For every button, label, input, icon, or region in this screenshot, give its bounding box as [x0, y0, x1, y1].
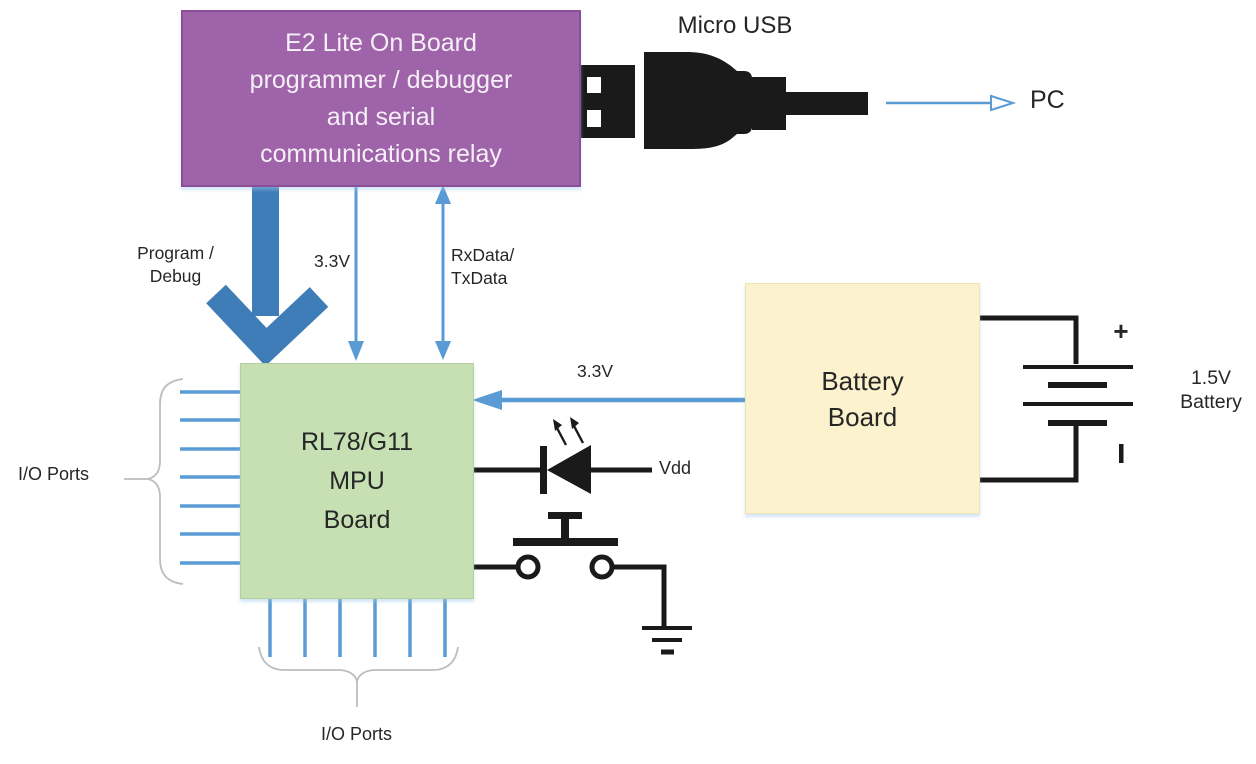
battery-icon [978, 315, 1133, 483]
e2-lite-line: and serial [326, 102, 436, 131]
usb-to-pc-arrow [886, 94, 1017, 112]
push-button-icon [472, 512, 667, 628]
vdd-label: Vdd [659, 458, 692, 478]
battery-33v-label: 3.3V [577, 361, 613, 381]
battery-rating-label: 1.5V Battery [1166, 366, 1256, 414]
mpu-line: RL78/G11 [300, 427, 414, 456]
micro-usb-label: Micro USB [677, 12, 793, 39]
battery-33v-arrow [472, 390, 745, 410]
led-icon [472, 417, 652, 494]
io-pins-bottom [268, 598, 447, 657]
mpu-line: MPU [329, 466, 385, 495]
program-debug-line: Program / [137, 243, 214, 263]
e2-lite-box: E2 Lite On Board programmer / debugger a… [181, 10, 581, 187]
usb-33v-arrow [348, 184, 364, 361]
battery-word-line: Battery [1180, 391, 1242, 413]
txdata-line: TxData [451, 268, 508, 288]
usb-cable-icon [578, 52, 868, 149]
battery-minus-terminal [1119, 444, 1124, 463]
rxdata-txdata-arrow [435, 185, 451, 360]
ground-icon [642, 626, 692, 655]
led-light-arrows [553, 417, 585, 446]
e2-lite-line: programmer / debugger [249, 65, 513, 94]
battery-board-line: Battery [821, 365, 904, 396]
battery-plus-terminal: + [1113, 316, 1129, 346]
mpu-line: Board [323, 505, 391, 534]
program-debug-arrow [206, 183, 329, 367]
program-debug-label: Program / Debug [118, 242, 233, 288]
usb-33v-label: 3.3V [314, 251, 350, 271]
rxdata-txdata-label: RxData/ TxData [451, 244, 546, 290]
io-bottom-brace [258, 646, 459, 707]
io-ports-bottom-label: I/O Ports [320, 724, 392, 744]
mpu-board-box: RL78/G11 MPU Board [240, 363, 474, 599]
io-ports-left-label: I/O Ports [18, 464, 90, 484]
pc-label: PC [1030, 86, 1065, 114]
program-debug-line: Debug [149, 266, 202, 286]
io-left-brace [124, 378, 184, 585]
battery-board-line: Board [827, 401, 898, 432]
battery-voltage-line: 1.5V [1190, 367, 1232, 389]
e2-lite-line: communications relay [260, 139, 502, 168]
io-pins-left [180, 390, 241, 565]
rxdata-line: RxData/ [451, 245, 515, 265]
battery-board-box: Battery Board [745, 283, 980, 514]
e2-lite-line: E2 Lite On Board [285, 28, 477, 57]
